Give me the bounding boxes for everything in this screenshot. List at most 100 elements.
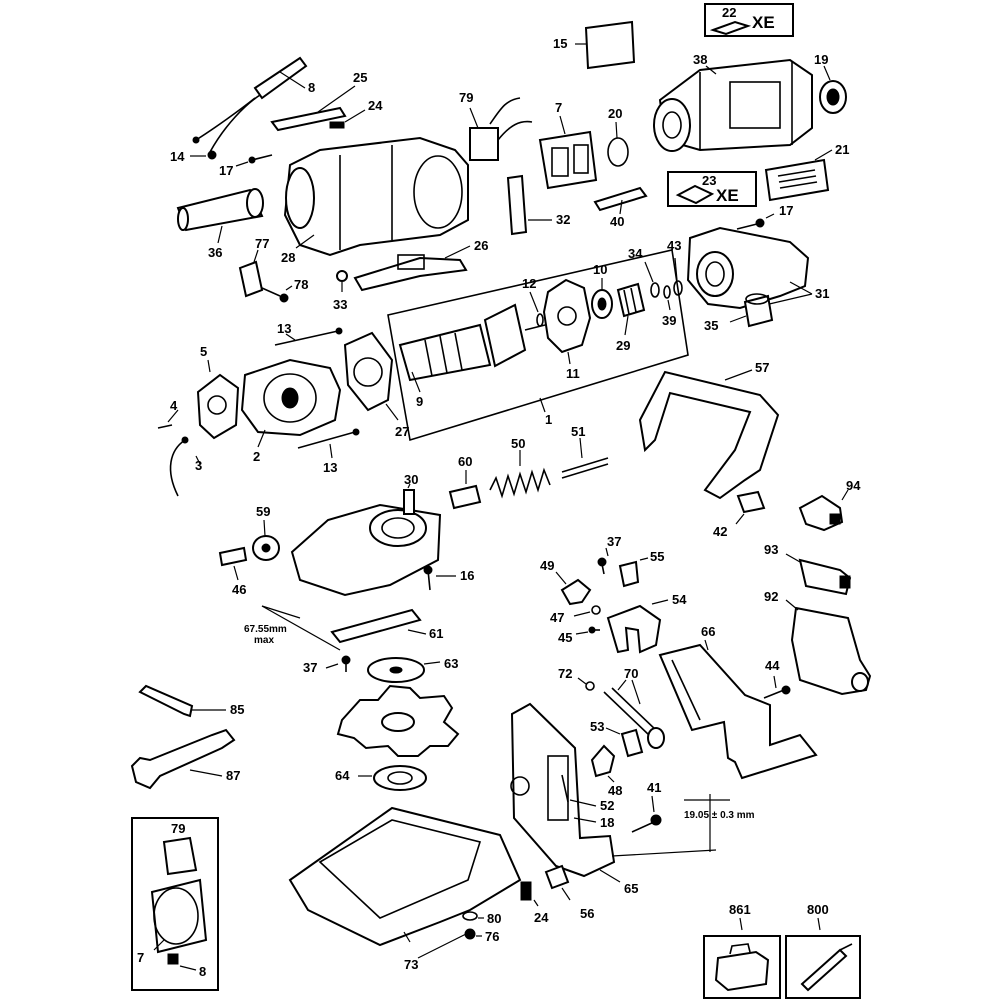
part-cutter-blade (336, 684, 460, 757)
svg-text:57: 57 (755, 360, 769, 375)
svg-text:85: 85 (230, 702, 244, 717)
svg-text:2: 2 (253, 449, 260, 464)
part-16-screw: 16 (423, 565, 474, 591)
svg-text:12: 12 (522, 276, 536, 291)
svg-text:26: 26 (474, 238, 488, 253)
part-72-washer: 72 (558, 666, 595, 691)
part-20-o-ring: 20 (607, 106, 629, 167)
svg-text:800: 800 (807, 902, 829, 917)
svg-text:38: 38 (693, 52, 707, 67)
part-8-power-cord: 8 (195, 56, 315, 153)
part-45-screw: 45 (558, 626, 600, 645)
part-93-dust-spout: 93 (764, 542, 852, 596)
part-31-gear-case: 31 (686, 226, 829, 310)
part-3-lead-wire: 3 (169, 436, 202, 497)
svg-text:14: 14 (170, 149, 185, 164)
svg-text:29: 29 (616, 338, 630, 353)
inset-brush-detail: 79 7 8 (131, 817, 219, 991)
part-13-screw-lower: 13 (297, 428, 360, 475)
svg-text:16: 16 (460, 568, 474, 583)
part-64-flange: 64 (335, 765, 427, 791)
svg-text:7: 7 (555, 100, 562, 115)
part-65-front-fence: 65 (510, 702, 638, 896)
svg-text:5: 5 (200, 344, 207, 359)
part-10-bearing: 10 (591, 262, 613, 319)
part-85-hex-key: 85 (138, 684, 244, 718)
svg-text:33: 33 (333, 297, 347, 312)
svg-text:73: 73 (404, 957, 418, 972)
part-59-knob: 59 (252, 504, 280, 561)
svg-text:79: 79 (459, 90, 473, 105)
svg-text:80: 80 (487, 911, 501, 926)
part-60-plunger: 60 (448, 454, 482, 510)
part-24-screw-top: 24 (329, 98, 383, 129)
svg-text:24: 24 (534, 910, 549, 925)
part-27-baffle: 27 (343, 331, 409, 439)
part-55-clamp: 55 (618, 549, 664, 588)
part-63-flange-washer: 63 (367, 656, 458, 683)
part-87-spanner: 87 (130, 728, 240, 790)
svg-text:1: 1 (545, 412, 552, 427)
label-box-22-xe: 22 XE (704, 3, 794, 37)
svg-text:46: 46 (232, 582, 246, 597)
svg-text:861: 861 (729, 902, 751, 917)
part-21-label-card: 21 (764, 142, 849, 202)
svg-text:30: 30 (404, 472, 418, 487)
part-51-rod: 51 (561, 424, 609, 479)
svg-text:49: 49 (540, 558, 554, 573)
part-48-knob: 48 (590, 744, 622, 798)
svg-text:9: 9 (416, 394, 423, 409)
svg-text:max: max (254, 635, 274, 646)
svg-text:25: 25 (353, 70, 367, 85)
svg-text:47: 47 (550, 610, 564, 625)
svg-text:70: 70 (624, 666, 638, 681)
part-41-screw: 41 (631, 780, 662, 833)
part-61-slide-plate: 61 (330, 608, 443, 644)
svg-text:42: 42 (713, 524, 727, 539)
part-1-armature-assembly-frame: 1 (387, 249, 689, 442)
svg-text:35: 35 (704, 318, 718, 333)
svg-text:11: 11 (566, 366, 580, 381)
svg-text:78: 78 (294, 277, 308, 292)
svg-text:52: 52 (600, 798, 614, 813)
svg-text:3: 3 (195, 458, 202, 473)
part-18-pointer: 18 (573, 815, 614, 830)
part-13-screw-upper: 13 (274, 321, 343, 346)
part-40-spring-clip: 40 (593, 186, 648, 229)
svg-text:64: 64 (335, 768, 350, 783)
part-37-screw-right: 37 (597, 534, 621, 575)
part-78-screw: 78 (261, 277, 308, 303)
part-15-label-card: 15 (553, 20, 636, 70)
svg-text:4: 4 (170, 398, 178, 413)
svg-text:19.05 ± 0.3 mm: 19.05 ± 0.3 mm (684, 810, 755, 821)
part-37-screw-left: 37 (303, 655, 351, 675)
part-76-screw: 76 (464, 928, 499, 944)
svg-text:72: 72 (558, 666, 572, 681)
part-79-brush-holder: 79 (459, 90, 533, 161)
svg-text:XE: XE (752, 13, 775, 32)
part-17-screw-left: 17 (219, 154, 273, 178)
part-92-dust-bag: 92 (764, 589, 872, 696)
svg-text:45: 45 (558, 630, 572, 645)
svg-text:20: 20 (608, 106, 622, 121)
svg-text:61: 61 (429, 626, 443, 641)
part-36-cord-boot: 36 (176, 188, 264, 260)
svg-text:13: 13 (323, 460, 337, 475)
part-33-nut: 33 (333, 270, 348, 312)
part-14-terminals: 14 (170, 136, 217, 164)
part-47-washer: 47 (550, 605, 601, 625)
svg-text:41: 41 (647, 780, 661, 795)
svg-text:87: 87 (226, 768, 240, 783)
part-38-gear-housing: 38 (653, 52, 813, 152)
part-54-angle-bracket: 54 (606, 592, 687, 654)
svg-text:31: 31 (815, 286, 829, 301)
svg-text:8: 8 (199, 964, 206, 979)
svg-text:37: 37 (303, 660, 317, 675)
accessory-800-vacuum-tool: 800 (785, 902, 861, 999)
part-30-gear-assembly: 30 (290, 472, 442, 597)
svg-text:39: 39 (662, 313, 676, 328)
part-17-screw-right: 17 (736, 203, 793, 230)
part-49-knob: 49 (540, 558, 592, 606)
part-57-front-handle: 57 (638, 360, 780, 500)
